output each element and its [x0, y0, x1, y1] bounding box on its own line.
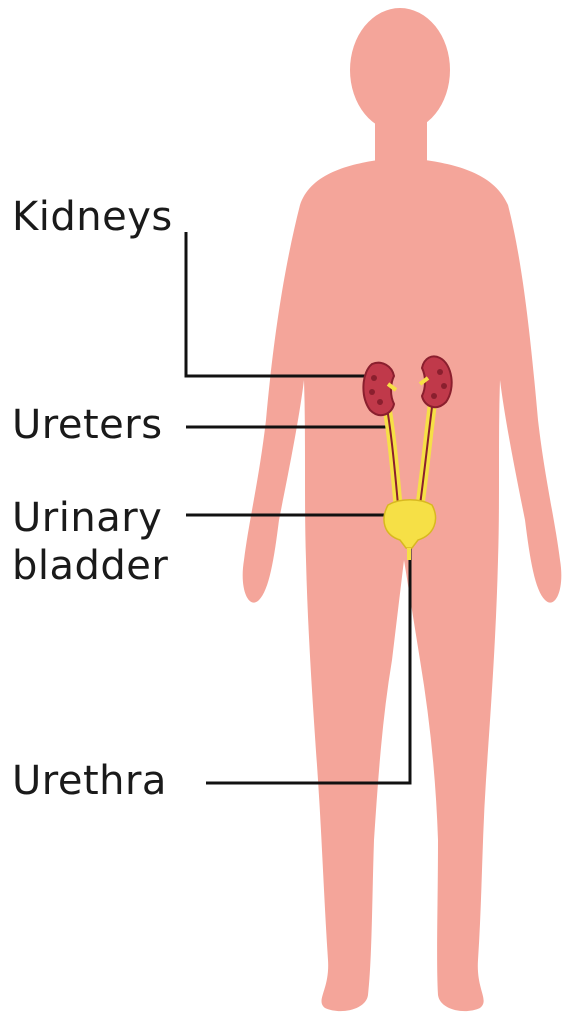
urethra-label: Urethra: [12, 757, 167, 805]
right-kidney: [420, 356, 452, 407]
ureters-label: Ureters: [12, 401, 163, 449]
urinary-bladder-label-line1: Urinary: [12, 494, 168, 542]
left-kidney: [363, 363, 396, 415]
urinary-bladder-label-line2: bladder: [12, 542, 168, 590]
urinary-bladder-label: Urinary bladder: [12, 494, 168, 590]
kidneys-label: Kidneys: [12, 193, 173, 241]
